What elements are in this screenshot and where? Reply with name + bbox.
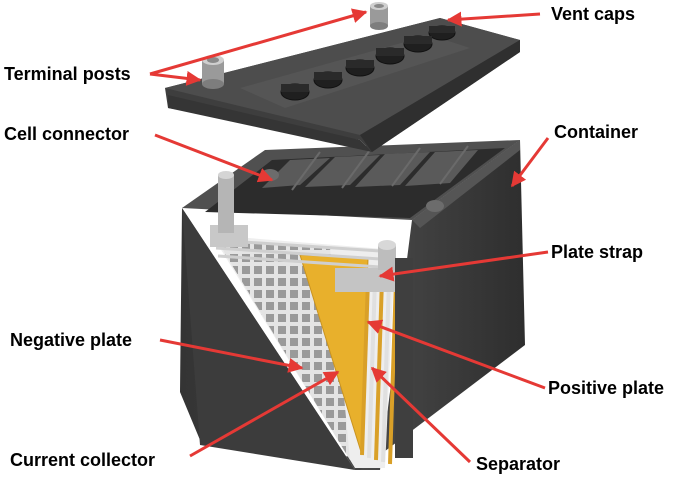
arrow-terminal-post-left [149, 70, 202, 86]
label-plate-strap: Plate strap [551, 242, 644, 262]
label-separator: Separator [476, 454, 561, 474]
label-negative-plate: Negative plate [10, 330, 133, 350]
vent-caps [280, 25, 456, 101]
label-terminal-posts: Terminal posts [4, 64, 131, 84]
arrow-cell-connector [154, 133, 274, 183]
label-cell-connector: Cell connector [4, 124, 130, 144]
label-positive-plate: Positive plate [548, 378, 665, 398]
arrow-plate-strap [378, 250, 549, 282]
label-current-collector: Current collector [10, 450, 156, 470]
arrow-vent-caps [446, 11, 541, 27]
arrow-separator [370, 366, 472, 464]
arrow-current-collector [189, 370, 340, 458]
label-container: Container [554, 122, 639, 142]
arrow-container [510, 137, 550, 188]
arrow-terminal-post-right [149, 8, 368, 76]
terminal-posts [202, 2, 388, 89]
label-vent-caps: Vent caps [551, 4, 636, 24]
arrow-negative-plate [159, 338, 304, 373]
annotation-arrows [149, 8, 550, 464]
arrow-positive-plate [366, 319, 546, 390]
